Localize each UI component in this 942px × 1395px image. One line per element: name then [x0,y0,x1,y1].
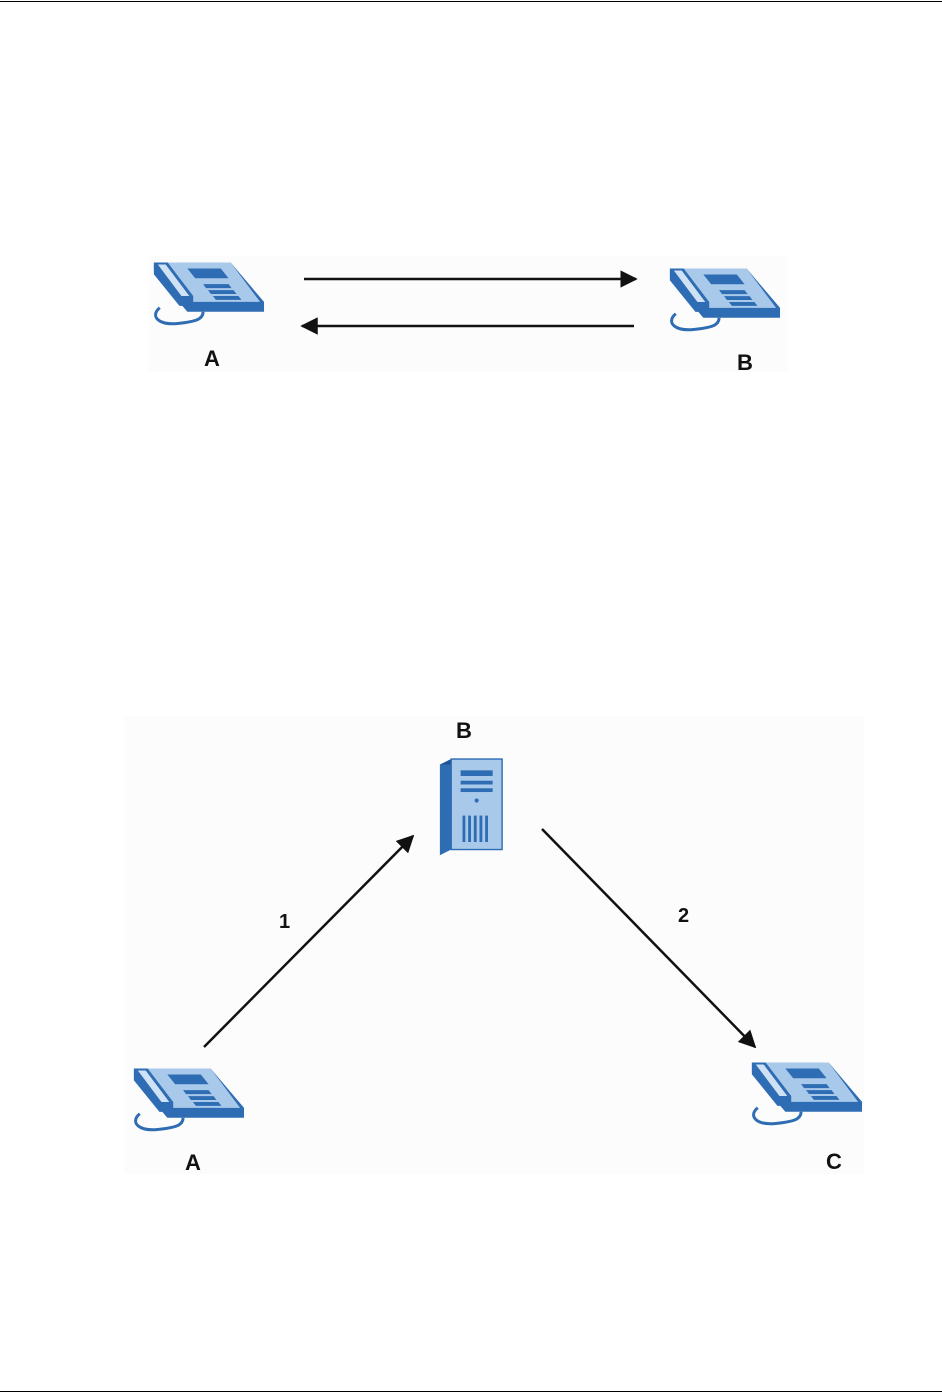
header-rule [0,1,942,2]
server-relay-canvas [124,716,864,1174]
server-label: B [456,720,472,742]
server-relay-diagram: B 1 2 A C [124,716,864,1174]
phone-c-label: C [826,1151,842,1173]
step-1-label: 1 [279,912,290,932]
phone-icon [134,1069,244,1130]
server-icon [440,759,502,855]
peer-to-peer-diagram: A B [148,256,788,372]
arrow-step-2 [542,829,755,1047]
phone-icon [154,263,264,324]
phone-a-label: A [204,348,220,370]
footer-rule [0,1391,942,1392]
phone-b-label: B [737,352,753,374]
phone-icon [752,1063,862,1124]
phone-a-label: A [185,1152,201,1174]
step-2-label: 2 [678,906,689,926]
peer-to-peer-canvas [148,256,788,372]
arrow-step-1 [204,836,413,1047]
phone-icon [670,269,780,330]
